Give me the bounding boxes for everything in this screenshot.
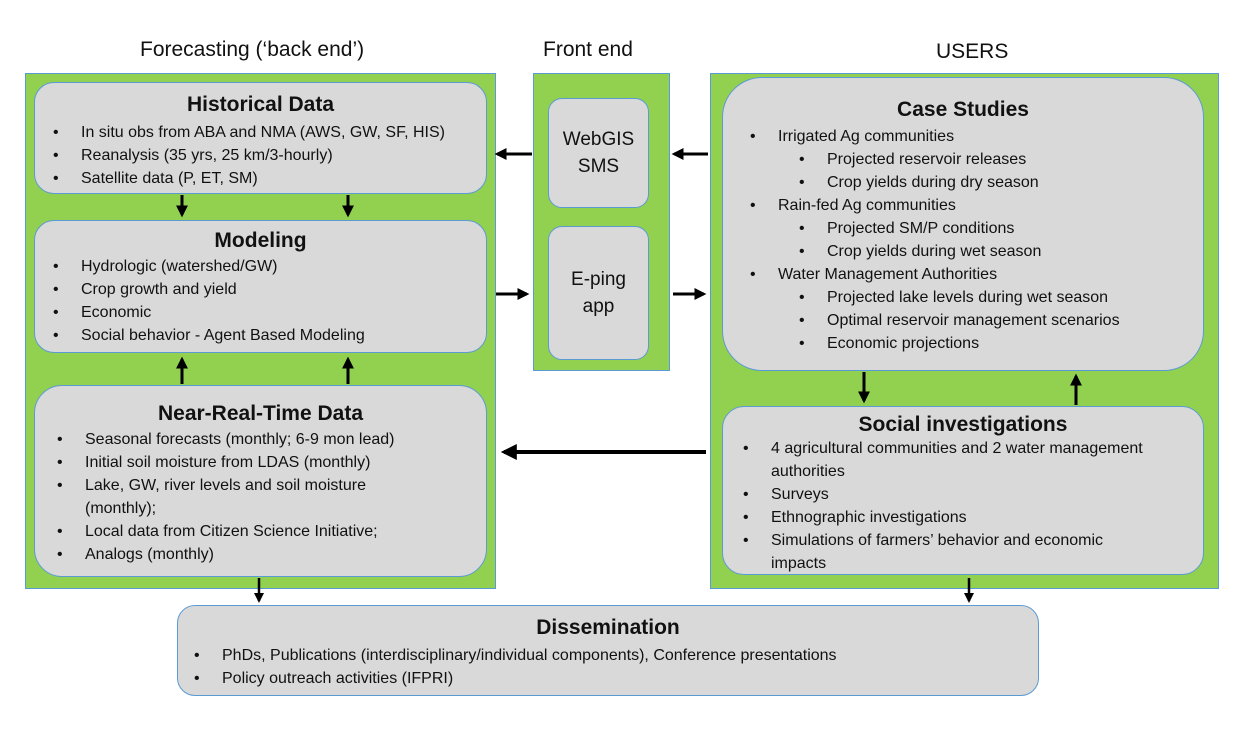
list-item: Rain-fed Ag communities — [750, 194, 1120, 217]
list-item: Projected lake levels during wet season — [799, 286, 1120, 309]
list-item-continuation: authorities — [771, 463, 845, 480]
list-item: Surveys — [743, 483, 1143, 506]
webgis-label: WebGIS — [562, 129, 635, 150]
list-item: Lake, GW, river levels and soil moisture — [57, 474, 394, 497]
list-item: Initial soil moisture from LDAS (monthly… — [57, 451, 394, 474]
list-item: Local data from Citizen Science Initiati… — [57, 520, 394, 543]
list-item-continuation: (monthly); — [85, 500, 157, 517]
list-item: Projected SM/P conditions — [799, 217, 1120, 240]
list-item: Optimal reservoir management scenarios — [799, 309, 1120, 332]
list-item: Crop growth and yield — [53, 278, 365, 301]
app-label: app — [582, 296, 615, 317]
list-item: Hydrologic (watershed/GW) — [53, 255, 365, 278]
list-item: PhDs, Publications (interdisciplinary/in… — [194, 644, 837, 667]
list-item: Reanalysis (35 yrs, 25 km/3-hourly) — [53, 144, 445, 167]
front-end-header: Front end — [543, 38, 633, 61]
list-item: Water Management Authorities — [750, 263, 1120, 286]
case-studies-card: Case Studies Irrigated Ag communities Pr… — [722, 77, 1204, 371]
list-item: Projected reservoir releases — [799, 148, 1120, 171]
near-real-time-title: Near-Real-Time Data — [157, 402, 364, 425]
social-investigations-card: Social investigations 4 agricultural com… — [722, 406, 1204, 575]
list-item: Policy outreach activities (IFPRI) — [194, 667, 837, 690]
list-item: Simulations of farmers’ behavior and eco… — [743, 529, 1143, 552]
near-real-time-card: Near-Real-Time Data Seasonal forecasts (… — [34, 385, 487, 577]
list-item: Crop yields during dry season — [799, 171, 1120, 194]
list-item: Social behavior - Agent Based Modeling — [53, 324, 365, 347]
list-item: In situ obs from ABA and NMA (AWS, GW, S… — [53, 121, 445, 144]
e-ping-label: E-ping — [571, 269, 626, 290]
list-item: Ethnographic investigations — [743, 506, 1143, 529]
dissemination-card: Dissemination PhDs, Publications (interd… — [177, 605, 1039, 696]
list-item: Economic projections — [799, 332, 1120, 355]
case-studies-title: Case Studies — [897, 98, 1029, 121]
historical-data-card: Historical Data In situ obs from ABA and… — [34, 82, 487, 194]
users-header: USERS — [936, 40, 1009, 63]
webgis-sms-box: WebGIS SMS — [548, 98, 649, 208]
forecasting-header: Forecasting (‘back end’) — [140, 38, 365, 61]
dissemination-title: Dissemination — [536, 616, 680, 639]
sms-label: SMS — [577, 156, 620, 177]
modeling-card: Modeling Hydrologic (watershed/GW) Crop … — [34, 220, 487, 353]
list-item-continuation: impacts — [771, 555, 827, 572]
list-item: Economic — [53, 301, 365, 324]
list-item: Seasonal forecasts (monthly; 6-9 mon lea… — [57, 428, 395, 451]
list-item: 4 agricultural communities and 2 water m… — [743, 437, 1143, 460]
modeling-title: Modeling — [214, 229, 307, 252]
list-item: Satellite data (P, ET, SM) — [53, 167, 445, 190]
list-item: Crop yields during wet season — [799, 240, 1120, 263]
list-item: Analogs (monthly) — [57, 543, 394, 566]
social-investigations-title: Social investigations — [858, 413, 1068, 436]
e-ping-app-box: E-ping app — [548, 226, 649, 360]
historical-data-title: Historical Data — [186, 93, 335, 116]
list-item: Irrigated Ag communities — [750, 125, 1120, 148]
